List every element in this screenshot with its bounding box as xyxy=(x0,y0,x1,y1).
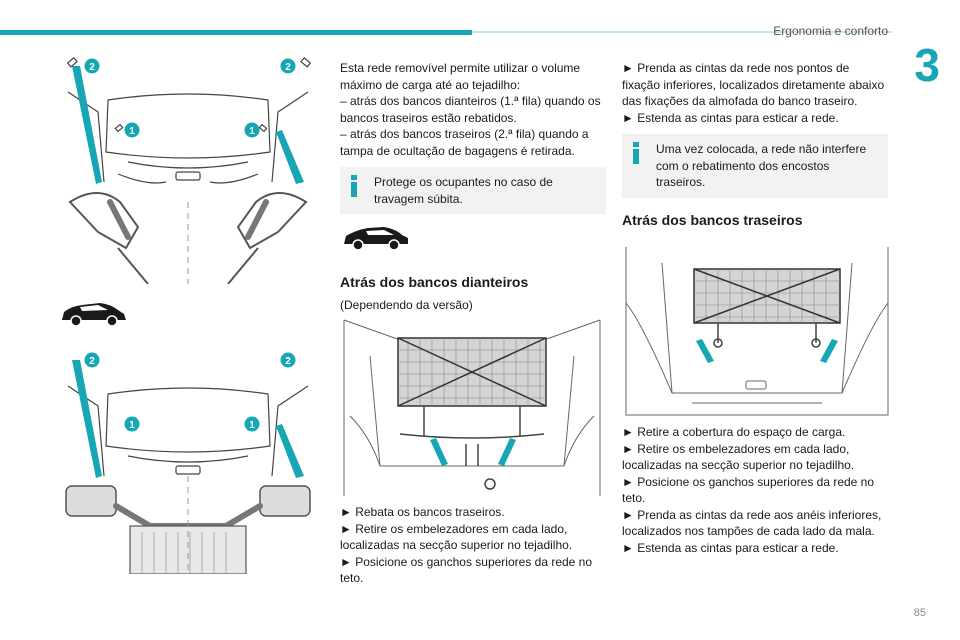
column-right: ► Prenda as cintas da rede nos pontos de… xyxy=(622,60,888,228)
callout-1-right: 1 xyxy=(244,122,260,138)
section-title-front: Atrás dos bancos dianteiros xyxy=(340,274,529,290)
step-tighten: ► Estenda as cintas para esticar a rede. xyxy=(622,110,839,125)
right-headrest xyxy=(236,192,308,250)
info-text-folding: Uma vez colocada, a rede não interfere c… xyxy=(656,142,867,189)
right-headrest-rear xyxy=(259,485,311,517)
callout-2-right-b: 2 xyxy=(280,352,296,368)
steps-rear-seats: ► Retire a cobertura do espaço de carga.… xyxy=(622,424,888,556)
callout-2-left: 2 xyxy=(84,58,100,74)
step-front-3: ► Posicione os ganchos superiores da red… xyxy=(340,554,593,586)
trunk-diagram-front xyxy=(343,319,601,496)
section-subtitle-version: (Dependendo da versão) xyxy=(340,297,473,312)
callout-2-right: 2 xyxy=(280,58,296,74)
callout-1-left: 1 xyxy=(124,122,140,138)
step-front-1: ► Rebata os bancos traseiros. xyxy=(340,505,505,519)
svg-text:1: 1 xyxy=(129,126,135,137)
rear-window xyxy=(105,93,271,159)
svg-text:2: 2 xyxy=(285,62,291,73)
pointer-arrow-left-2 xyxy=(72,66,102,184)
left-headrest xyxy=(68,192,140,250)
chapter-number: 3 xyxy=(914,39,940,91)
pointer-arrow-right-1 xyxy=(276,130,304,184)
chapter-title: Ergonomia e conforto xyxy=(773,24,888,38)
illustration-net-hooks-front: 2 2 1 1 xyxy=(58,52,318,284)
info-text: Protege os ocupantes no caso de travagem… xyxy=(374,175,553,206)
svg-text:2: 2 xyxy=(89,62,95,73)
callout-1-left-b: 1 xyxy=(124,416,140,432)
step-front-2: ► Retire os embelezadores em cada lado, … xyxy=(340,521,573,553)
svg-text:1: 1 xyxy=(249,126,255,137)
left-headrest-rear xyxy=(65,485,117,517)
trunk-diagram-rear xyxy=(625,247,889,416)
step-rear-5: ► Estenda as cintas para esticar a rede. xyxy=(622,540,839,555)
illustration-net-hooks-rear: 2 2 1 1 xyxy=(58,346,318,574)
interior-diagram-top: 2 2 1 1 xyxy=(66,57,312,284)
illustration-trunk-front-net xyxy=(340,316,604,500)
step-rear-4: ► Prenda as cintas da rede aos anéis inf… xyxy=(622,507,882,539)
svg-text:1: 1 xyxy=(249,420,255,431)
svg-text:2: 2 xyxy=(89,356,95,367)
info-icon xyxy=(348,175,360,197)
steps-front-seats: ► Rebata os bancos traseiros. ► Retire o… xyxy=(340,504,606,587)
section-title-rear: Atrás dos bancos traseiros xyxy=(622,211,803,228)
car-suv-icon xyxy=(344,227,408,251)
header-accent-bar xyxy=(0,30,472,35)
pointer-arrow-left-rear xyxy=(696,339,714,363)
step-rear-3: ► Posicione os ganchos superiores da red… xyxy=(622,474,875,506)
column-middle: Esta rede removível permite utilizar o v… xyxy=(340,60,606,214)
info-box-folding: Uma vez colocada, a rede não interfere c… xyxy=(622,134,888,198)
callout-1-right-b: 1 xyxy=(244,416,260,432)
step-rear-2: ► Retire os embelezadores em cada lado, … xyxy=(622,441,855,473)
pointer-arrow-right-rear xyxy=(820,339,838,363)
interior-diagram-bottom: 2 2 1 1 xyxy=(65,352,311,574)
intro-line-1: Esta rede removível permite utilizar o v… xyxy=(340,61,581,92)
step-fix-lower: ► Prenda as cintas da rede nos pontos de… xyxy=(622,61,885,108)
info-box-protect: Protege os ocupantes no caso de travagem… xyxy=(340,167,606,214)
illustration-trunk-rear-net xyxy=(622,243,892,419)
intro-line-2: – atrás dos bancos dianteiros (1.ª fila)… xyxy=(340,94,601,125)
header-rule xyxy=(472,31,892,33)
step-rear-1: ► Retire a cobertura do espaço de carga. xyxy=(622,425,846,439)
info-icon xyxy=(630,142,642,164)
pointer-arrow-right-mid xyxy=(498,438,516,466)
pointer-arrow-left-mid xyxy=(430,438,448,466)
svg-text:1: 1 xyxy=(129,420,135,431)
intro-line-3: – atrás dos bancos traseiros (2.ª fila) … xyxy=(340,127,589,158)
section-front-seats: Atrás dos bancos dianteiros (Dependendo … xyxy=(340,274,606,313)
callout-2-left-b: 2 xyxy=(84,352,100,368)
car-side-icon xyxy=(62,303,126,327)
page-number: 85 xyxy=(913,607,926,619)
svg-text:2: 2 xyxy=(285,356,291,367)
